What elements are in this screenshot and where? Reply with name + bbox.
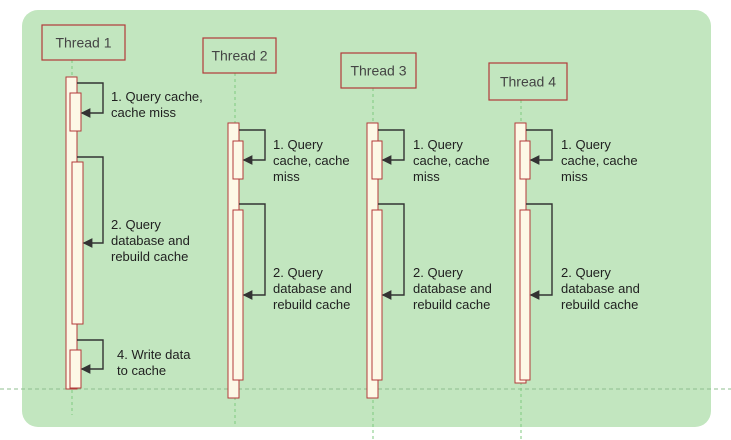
step-label-line: 1. Query [413, 137, 463, 152]
self-call-arrow [77, 156, 104, 248]
step-label-line: miss [561, 169, 588, 184]
step-label-line: rebuild cache [413, 297, 490, 312]
thread-title-box [488, 62, 568, 101]
self-call-arrow [526, 203, 553, 300]
step-label-line: rebuild cache [561, 297, 638, 312]
nested-activation-bar [69, 349, 82, 389]
self-call-arrow [239, 203, 266, 300]
thread-title: Thread 2 [211, 48, 267, 64]
step-label-line: database and [111, 233, 190, 248]
thread-title-box [41, 24, 126, 61]
nested-activation-bar [371, 140, 383, 180]
step-label-line: miss [273, 169, 300, 184]
self-call-arrow [77, 82, 104, 118]
self-call-arrow [378, 203, 405, 300]
step-label-line: 1. Query cache, [111, 89, 203, 104]
nested-activation-bar [232, 209, 244, 381]
self-call-arrow [239, 129, 266, 165]
nested-activation-bar [232, 140, 244, 180]
nested-activation-bar [371, 209, 383, 381]
nested-activation-bar [519, 140, 531, 180]
self-call-arrow [378, 129, 405, 165]
threads-layer: Thread 1 1. Query cache,cache miss 2. Quer… [41, 24, 640, 440]
step-label-line: cache, cache [413, 153, 490, 168]
step-label-line: database and [561, 281, 640, 296]
step-label-line: to cache [117, 363, 166, 378]
nested-activation-bar [69, 92, 82, 132]
step-label-line: cache, cache [561, 153, 638, 168]
nested-activation-bar [519, 209, 531, 381]
step-label-line: miss [413, 169, 440, 184]
thread-title-box [340, 52, 417, 89]
thread-title: Thread 1 [55, 35, 111, 51]
thread-title: Thread 3 [350, 63, 406, 79]
step-label-line: cache, cache [273, 153, 350, 168]
step-label-line: 1. Query [273, 137, 323, 152]
nested-activation-bar [71, 161, 84, 325]
step-label-line: 2. Query [413, 265, 463, 280]
step-label-line: 2. Query [273, 265, 323, 280]
step-label-line: 2. Query [561, 265, 611, 280]
step-label-line: 4. Write data [117, 347, 191, 362]
thread-title-box [202, 37, 277, 74]
step-label-line: cache miss [111, 105, 177, 120]
step-label-line: 2. Query [111, 217, 161, 232]
thread-title: Thread 4 [500, 74, 556, 90]
step-label: 1. Query cache,cache miss [111, 89, 203, 120]
step-label-line: 1. Query [561, 137, 611, 152]
self-call-arrow [526, 129, 553, 165]
step-label-line: database and [413, 281, 492, 296]
step-label-line: database and [273, 281, 352, 296]
thread-1: Thread 1 1. Query cache,cache miss 2. Quer… [41, 24, 203, 415]
self-call-arrow [77, 339, 104, 374]
step-label-line: rebuild cache [273, 297, 350, 312]
step-label-line: rebuild cache [111, 249, 188, 264]
